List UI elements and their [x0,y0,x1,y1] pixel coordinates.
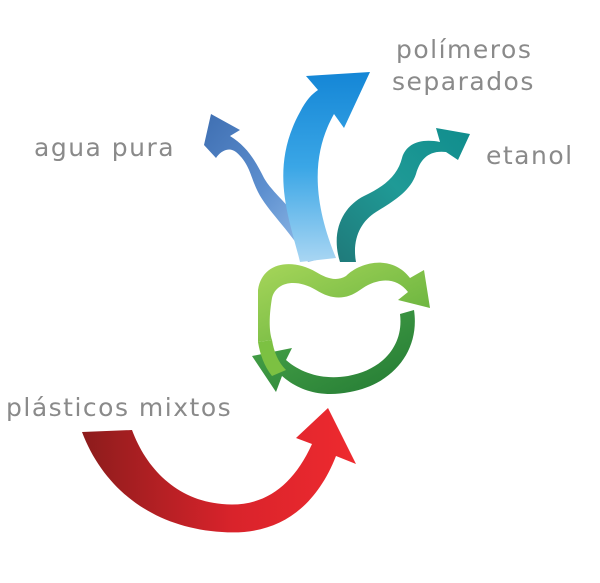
label-agua-pura: agua pura [34,133,175,162]
output-arrow-etanol [336,128,470,262]
label-polimeros-line1: polímeros [396,35,532,64]
recycle-loop [252,262,430,395]
label-polimeros-line2: separados [392,67,535,96]
output-arrow-polimeros-separados [283,72,370,262]
input-arrow-plasticos-mixtos [82,408,356,533]
label-etanol: etanol [486,141,574,170]
evrs-logo: evrs [288,303,380,347]
label-plasticos-mixtos: plásticos mixtos [6,393,232,422]
